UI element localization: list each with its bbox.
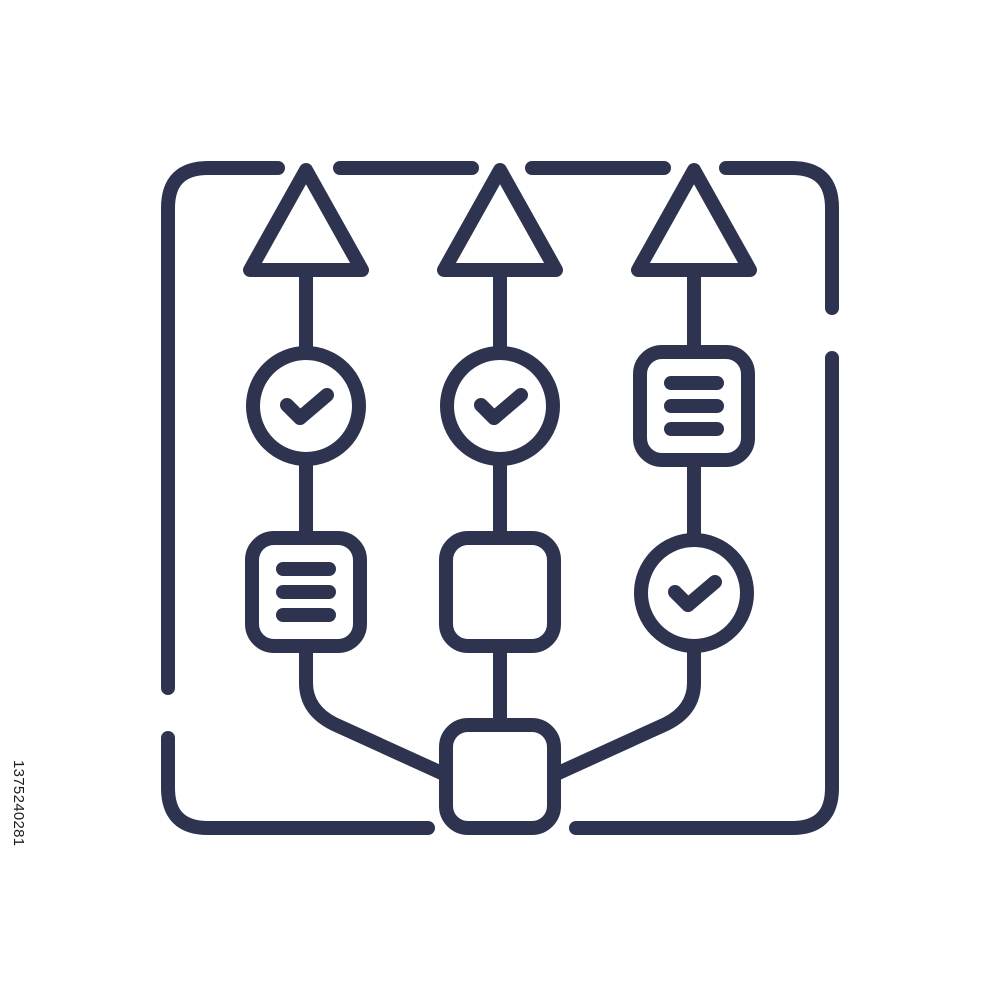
arrow-up-icon	[437, 163, 563, 277]
branch-center	[437, 163, 563, 653]
frame	[161, 161, 839, 835]
list-square-icon	[245, 531, 367, 653]
stock-id-watermark: 1375240281	[10, 760, 27, 847]
connector-right	[547, 643, 701, 782]
frame-top-right-corner	[719, 161, 839, 315]
frame-bottom-right-corner	[569, 351, 839, 835]
frame-top-left-corner	[161, 161, 285, 695]
root-connectors	[299, 643, 701, 782]
frame-bottom-left-corner	[161, 731, 435, 835]
check-circle-icon	[634, 533, 754, 653]
connector-left	[299, 643, 453, 782]
branch-right	[631, 163, 757, 653]
branch-left	[243, 163, 369, 653]
empty-square-icon	[439, 531, 561, 653]
arrow-up-icon	[243, 163, 369, 277]
list-square-icon	[633, 345, 755, 467]
check-circle-icon	[440, 346, 560, 466]
arrow-up-icon	[631, 163, 757, 277]
check-circle-icon	[246, 346, 366, 466]
root-node-square-icon	[439, 718, 561, 835]
